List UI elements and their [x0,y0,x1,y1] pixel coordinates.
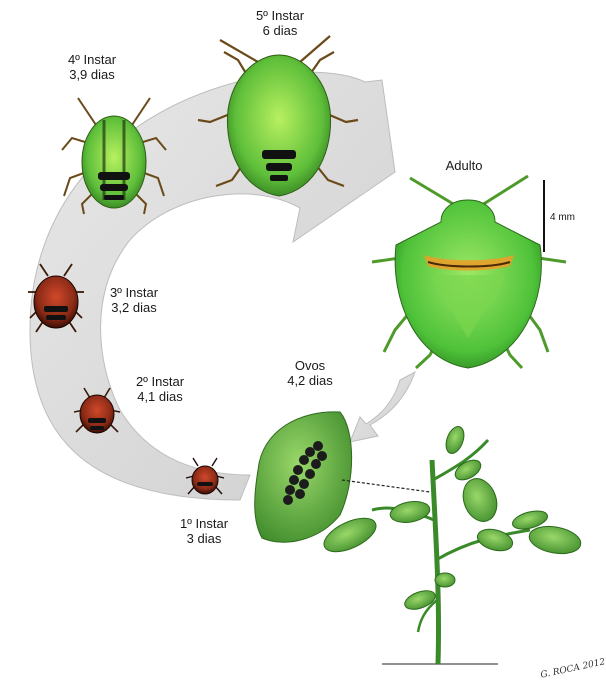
first-instar-nymph [185,457,225,495]
eggs-duration: 4,2 dias [287,373,333,388]
host-plant [323,426,582,665]
label-fourth-instar: 4º Instar 3,9 dias [52,52,132,82]
fifth-instar-name: 5º Instar [255,8,305,23]
label-third-instar: 3º Instar 3,2 dias [94,285,174,315]
egg-callout-line [341,479,431,493]
third-instar-name: 3º Instar [109,285,159,300]
fifth-instar-nymph [197,35,359,197]
label-second-instar: 2º Instar 4,1 dias [120,374,200,404]
adult-bug [371,174,567,370]
second-instar-duration: 4,1 dias [137,389,183,404]
egg-arrow [349,370,416,443]
eggs-name: Ovos [294,358,326,373]
label-eggs: Ovos 4,2 dias [278,358,342,388]
adult-name: Adulto [445,158,483,173]
label-scale: 4 mm [550,210,590,225]
fourth-instar-name: 4º Instar [67,52,117,67]
first-instar-name: 1º Instar [179,516,229,531]
second-instar-name: 2º Instar [135,374,185,389]
third-instar-duration: 3,2 dias [111,300,157,315]
eggs [283,441,327,505]
scale-bar-label: 4 mm [550,212,575,223]
label-first-instar: 1º Instar 3 dias [164,516,244,546]
label-fifth-instar: 5º Instar 6 dias [240,8,320,38]
first-instar-duration: 3 dias [186,531,222,546]
second-instar-nymph [73,387,121,434]
egg-mass-on-leaf [254,411,353,543]
fourth-instar-nymph [61,97,167,215]
fourth-instar-duration: 3,9 dias [69,67,115,82]
label-adult: Adulto [432,158,496,173]
fifth-instar-duration: 6 dias [262,23,298,38]
third-instar-nymph [28,263,84,333]
